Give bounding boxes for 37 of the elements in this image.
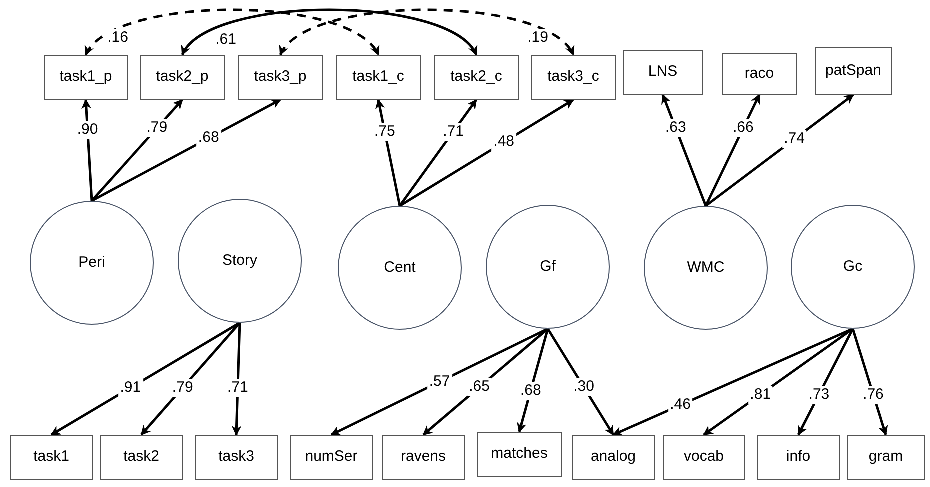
indicator-box: task2_c	[434, 55, 519, 100]
indicator-box: task1_p	[44, 55, 128, 100]
edge-label: .57	[427, 373, 452, 391]
edge-label: .71	[226, 378, 250, 397]
indicator-box: analog	[572, 435, 655, 480]
edge-label: .76	[861, 386, 886, 404]
indicator-box: patSpan	[815, 47, 892, 95]
edge-label: .79	[170, 378, 196, 397]
indicator-box: vocab	[663, 435, 745, 480]
indicator-box: ravens	[382, 435, 465, 480]
indicator-box: task2	[100, 435, 183, 480]
indicator-box: task1	[10, 435, 93, 480]
covariance-arrow	[85, 8, 380, 56]
indicator-box: task1_c	[336, 55, 421, 100]
indicator-box: numSer	[290, 435, 373, 480]
edge-label: .75	[372, 122, 398, 141]
edge-label: .48	[492, 133, 517, 152]
indicator-box: task3	[195, 435, 278, 480]
edge-label: .66	[731, 119, 756, 138]
edge-label: .46	[668, 396, 693, 414]
indicator-box: matches	[477, 432, 562, 477]
indicator-box: gram	[847, 435, 925, 480]
edge-label: .68	[196, 129, 222, 148]
covariance-arrow	[182, 8, 478, 56]
edge-label: .79	[144, 119, 170, 138]
covariance-arrow	[280, 8, 574, 56]
edge-label: .65	[467, 378, 492, 396]
indicator-box: raco	[722, 53, 797, 95]
indicator-box: task3_p	[238, 55, 323, 100]
edge-label: .74	[782, 130, 807, 148]
edge-label: .91	[118, 378, 144, 397]
indicator-box: task2_p	[140, 55, 225, 100]
loading-arrow	[612, 328, 854, 436]
indicator-box: LNS	[623, 50, 703, 95]
indicator-box: info	[757, 435, 840, 480]
edge-label: .81	[748, 386, 774, 404]
indicator-box: task3_c	[531, 55, 616, 100]
